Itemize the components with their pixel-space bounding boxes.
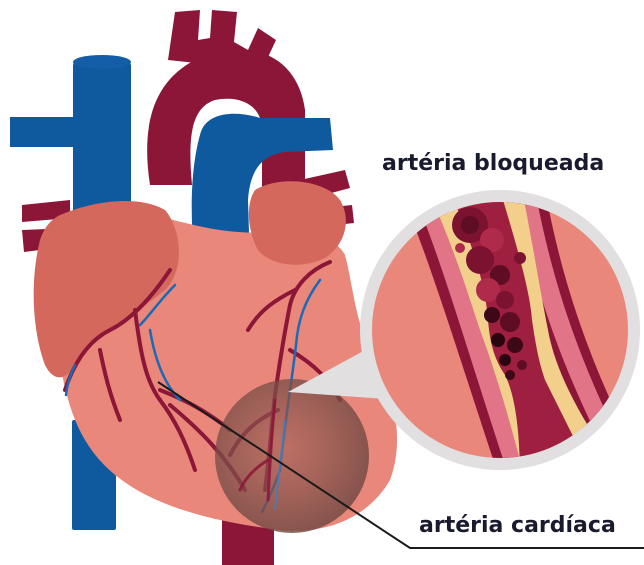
pulmonary-vein-left <box>10 117 80 147</box>
aortic-branches <box>168 10 276 70</box>
label-blocked-artery: artéria bloqueada <box>382 153 604 175</box>
right-atrium <box>249 181 346 264</box>
label-cardiac-artery: artéria cardíaca <box>419 515 616 537</box>
magnifier-lens <box>215 379 369 533</box>
